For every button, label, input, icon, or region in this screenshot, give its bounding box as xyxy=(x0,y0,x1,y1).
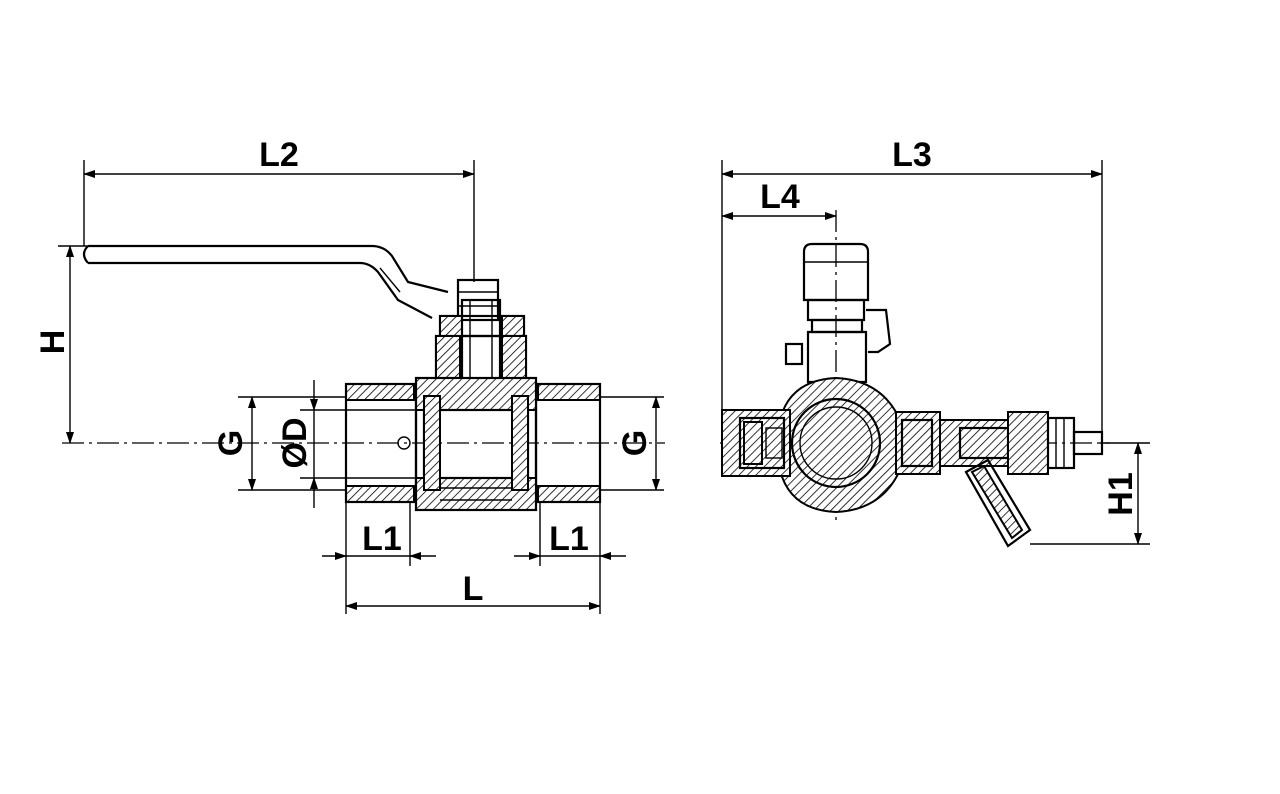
label-l1-left: L1 xyxy=(362,520,402,558)
front-view: L3 L4 H1 xyxy=(720,136,1150,548)
label-l: L xyxy=(463,570,484,608)
valve-body xyxy=(344,376,602,512)
label-g-left: G xyxy=(212,430,250,456)
label-l2: L2 xyxy=(259,136,299,174)
left-cap xyxy=(721,409,791,477)
ball-body xyxy=(779,376,901,514)
top-handle xyxy=(784,242,892,384)
side-view: L2 H G ØD G L1 L1 xyxy=(34,136,665,614)
label-l3: L3 xyxy=(892,136,932,174)
drain-assembly xyxy=(895,411,1104,548)
label-l4: L4 xyxy=(760,178,800,216)
stem-assembly xyxy=(434,278,528,388)
handle-lever xyxy=(82,244,449,319)
label-l1-right: L1 xyxy=(549,520,589,558)
label-g-right: G xyxy=(616,430,654,456)
label-h: H xyxy=(34,330,72,355)
label-h1: H1 xyxy=(1102,472,1140,515)
label-d: ØD xyxy=(276,418,314,469)
